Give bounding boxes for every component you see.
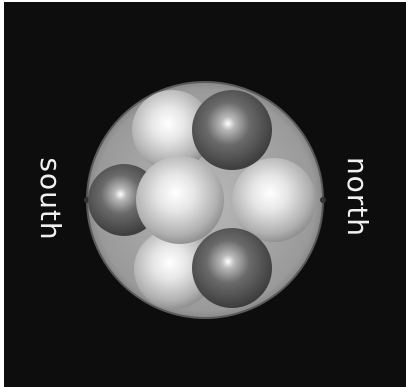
sphere-center-light (136, 156, 224, 244)
sphere-top-dark (192, 90, 272, 170)
right-pole-dot (320, 197, 326, 203)
south-label: south (33, 144, 67, 254)
sphere-right-light (232, 158, 316, 242)
sphere-bottom-dark (192, 228, 272, 308)
photo-frame: south north (4, 2, 406, 387)
north-label: north (340, 142, 374, 252)
